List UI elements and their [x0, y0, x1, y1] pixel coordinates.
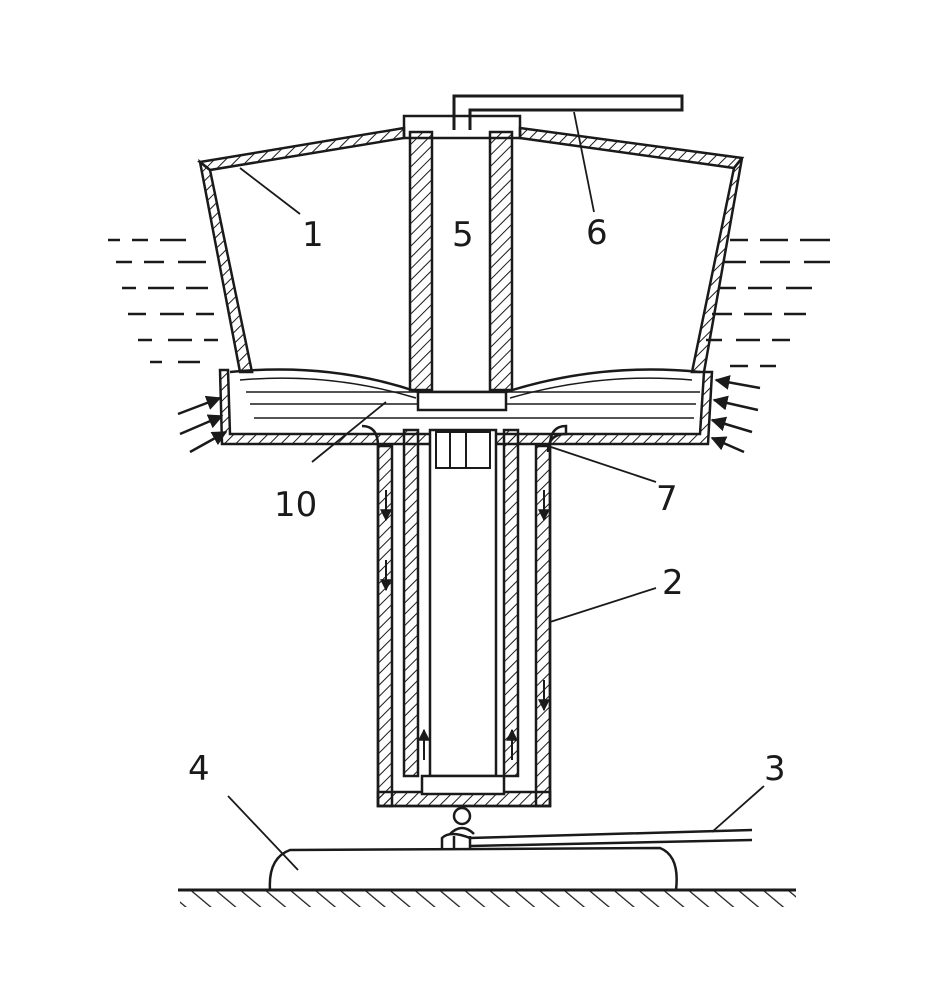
label-7: 7 [656, 479, 678, 519]
label-2: 2 [662, 563, 684, 603]
label-1: 1 [302, 215, 324, 255]
label-3: 3 [764, 749, 786, 789]
inflow-arrows [177, 375, 761, 454]
bearing-joint [449, 806, 475, 850]
vertical-column-2 [361, 424, 568, 808]
label-5: 5 [452, 215, 474, 255]
feed-pipe-3 [440, 828, 753, 850]
upper-housing [197, 114, 745, 374]
label-6: 6 [586, 213, 608, 253]
outlet-pipe-6 [452, 94, 684, 130]
base-support-4 [268, 846, 678, 891]
lower-bowl [218, 368, 714, 446]
water-surface-lines [108, 238, 830, 368]
central-pipe-5 [408, 130, 514, 392]
ground-hatching [178, 888, 796, 907]
label-4: 4 [188, 749, 210, 789]
flow-arrows-column [380, 490, 550, 760]
label-10: 10 [274, 485, 318, 525]
leader-lines [227, 111, 765, 871]
